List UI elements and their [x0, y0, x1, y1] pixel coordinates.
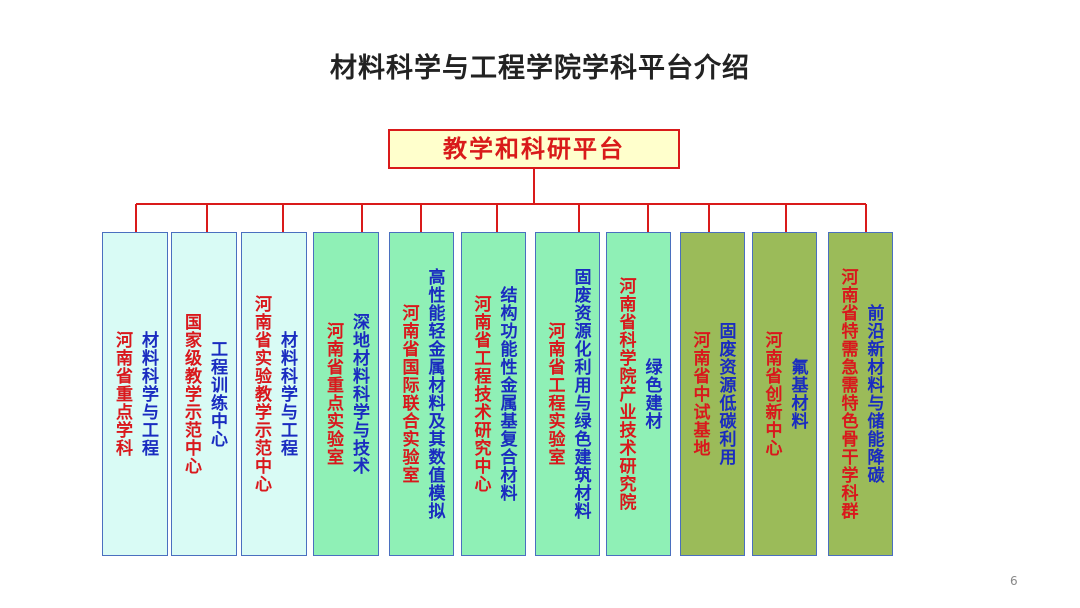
platform-box: 材料科学与工程河南省实验教学示范中心: [241, 232, 307, 556]
root-node: 教学和科研平台: [388, 129, 680, 169]
platform-name: 固废资源化利用与绿色建筑材料: [570, 268, 591, 520]
platform-name: 绿色建材: [641, 358, 662, 430]
platform-name: 结构功能性金属基复合材料: [496, 286, 517, 502]
platform-name: 材料科学与工程: [138, 331, 158, 457]
platform-name: 工程训练中心: [207, 340, 227, 448]
platform-level: 河南省重点学科: [112, 331, 132, 457]
platform-box: 固废资源低碳利用河南省中试基地: [680, 232, 745, 556]
platform-level: 河南省工程实验室: [544, 322, 565, 466]
platform-level: 河南省实验教学示范中心: [251, 295, 271, 493]
platform-name: 前沿新材料与储能降碳: [863, 304, 884, 484]
platform-level: 国家级教学示范中心: [181, 313, 201, 475]
platform-level: 河南省国际联合实验室: [398, 304, 419, 484]
platform-box: 材料科学与工程河南省重点学科: [102, 232, 168, 556]
page-title: 材料科学与工程学院学科平台介绍: [330, 53, 750, 84]
platform-name: 材料科学与工程: [277, 331, 297, 457]
platform-box: 前沿新材料与储能降碳河南省特需急需特色骨干学科群: [828, 232, 893, 556]
platform-box: 结构功能性金属基复合材料河南省工程技术研究中心: [461, 232, 526, 556]
platform-level: 河南省创新中心: [761, 331, 782, 457]
platform-box: 高性能轻金属材料及其数值模拟河南省国际联合实验室: [389, 232, 454, 556]
platform-level: 河南省工程技术研究中心: [470, 295, 491, 493]
platform-level: 河南省特需急需特色骨干学科群: [837, 268, 858, 520]
platform-level: 河南省重点实验室: [323, 322, 343, 466]
platform-name: 氟基材料: [787, 358, 808, 430]
platform-box: 固废资源化利用与绿色建筑材料河南省工程实验室: [535, 232, 600, 556]
platform-box: 工程训练中心国家级教学示范中心: [171, 232, 237, 556]
platform-box: 深地材料科学与技术河南省重点实验室: [313, 232, 379, 556]
page-number: 6: [1010, 574, 1018, 588]
platform-level: 河南省科学院产业技术研究院: [615, 277, 636, 511]
platform-level: 河南省中试基地: [689, 331, 710, 457]
platform-box: 氟基材料河南省创新中心: [752, 232, 817, 556]
platform-name: 深地材料科学与技术: [349, 313, 369, 475]
platform-name: 高性能轻金属材料及其数值模拟: [424, 268, 445, 520]
platform-name: 固废资源低碳利用: [715, 322, 736, 466]
platform-box: 绿色建材河南省科学院产业技术研究院: [606, 232, 671, 556]
